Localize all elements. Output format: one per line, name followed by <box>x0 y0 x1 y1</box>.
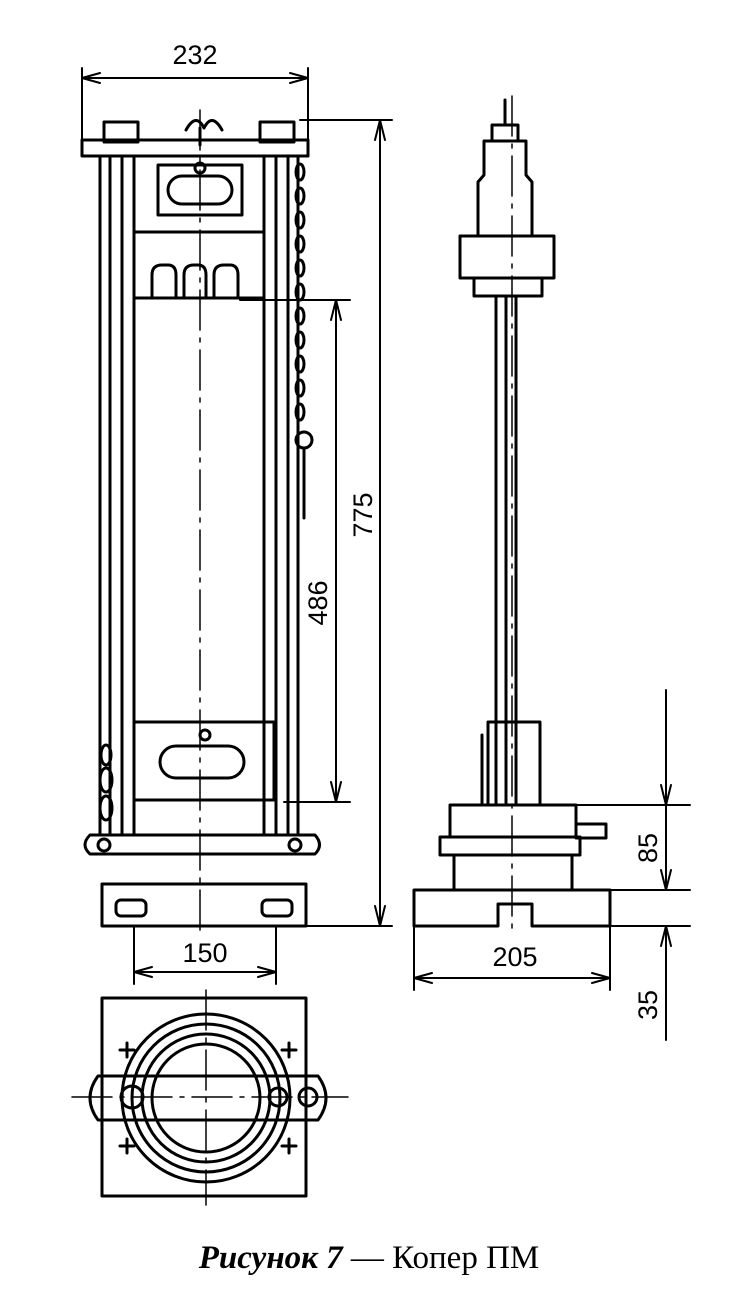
front-striker <box>132 230 266 300</box>
figure-caption: Рисунок 7 — Копер ПМ <box>0 1240 738 1277</box>
plan-view <box>71 989 349 1206</box>
side-head <box>476 139 534 238</box>
front-lower-crossbar <box>83 833 321 856</box>
front-lower-guide <box>132 720 276 802</box>
side-view <box>412 95 612 931</box>
dim-drop-height: 486 <box>303 580 333 625</box>
front-left-chain <box>98 743 114 822</box>
dim-base-width: 150 <box>182 938 227 968</box>
caption-separator: — <box>342 1240 393 1276</box>
front-base <box>100 882 308 928</box>
front-dimension-lines <box>81 67 393 985</box>
front-top-right-nut <box>258 120 296 144</box>
dim-overall-height: 775 <box>348 492 378 537</box>
dim-side-upper-height: 85 <box>633 833 663 863</box>
figure-label: Рисунок 7 <box>198 1240 343 1276</box>
front-view <box>80 109 321 936</box>
front-top-plate <box>80 138 310 158</box>
dim-overall-width: 232 <box>172 40 217 70</box>
front-top-left-nut <box>102 120 140 144</box>
figure-title: Копер ПМ <box>392 1240 540 1276</box>
plan-crossbar <box>88 1074 328 1122</box>
front-chain <box>294 162 314 520</box>
side-upper-clamp <box>458 234 556 280</box>
side-lower-block <box>448 803 578 839</box>
side-base <box>412 888 612 928</box>
dim-side-width: 205 <box>492 942 537 972</box>
front-upper-guide <box>156 163 244 217</box>
dim-side-base-height: 35 <box>633 990 663 1020</box>
side-dimension-lines <box>413 689 691 1041</box>
